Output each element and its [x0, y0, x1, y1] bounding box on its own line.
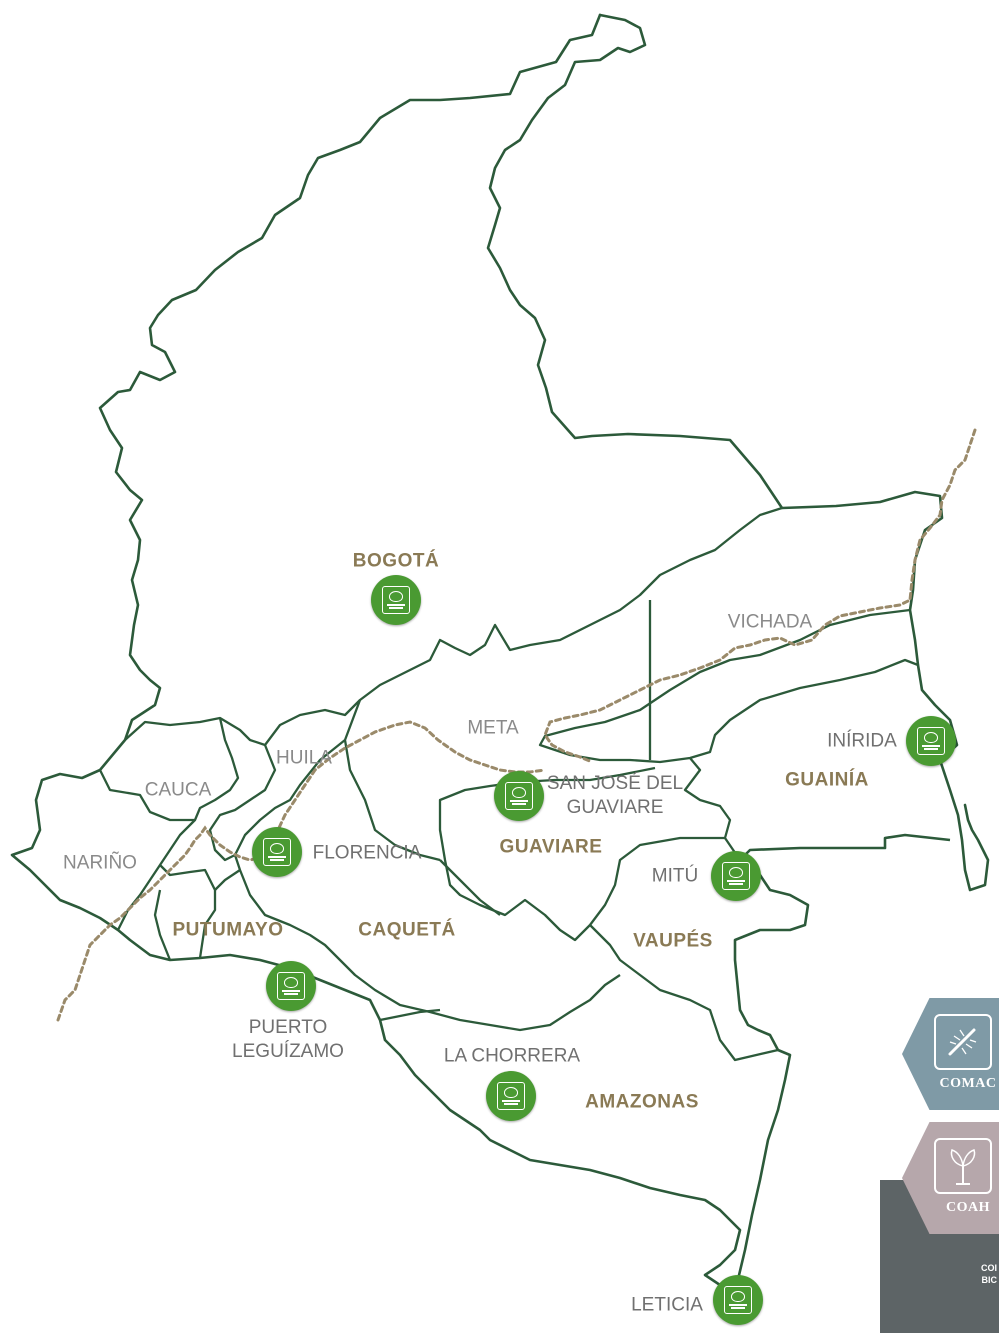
instituto-sinchi-logo-icon[interactable] — [494, 771, 544, 821]
coah-badge[interactable]: COAH — [902, 1122, 999, 1234]
city-label-puerto-leguizamo: PUERTO LEGUÍZAMO — [232, 1016, 344, 1064]
coah-label: COAH — [946, 1200, 990, 1215]
dept-label-guaviare: GUAVIARE — [499, 836, 603, 858]
info-panel-line: BIC — [981, 1275, 998, 1285]
country-border — [486, 13, 990, 892]
info-panel-text: COI BIC — [981, 1262, 997, 1286]
city-label-la-chorrera: LA CHORRERA — [443, 1045, 581, 1067]
instituto-sinchi-logo-icon[interactable] — [713, 1275, 763, 1325]
comac-label: COMAC — [939, 1076, 997, 1091]
dept-label-huila: HUILA — [276, 747, 332, 769]
city-label-leticia: LETICIA — [631, 1294, 703, 1316]
city-label-florencia: FLORENCIA — [312, 842, 422, 864]
instituto-sinchi-logo-icon[interactable] — [906, 716, 956, 766]
plant-icon — [934, 1138, 992, 1194]
dept-label-bogota: BOGOTÁ — [352, 550, 440, 572]
comac-badge[interactable]: COMAC — [902, 998, 999, 1110]
dept-label-meta: META — [467, 717, 519, 739]
city-label-line: PUERTO — [248, 1017, 328, 1038]
city-label-line: LEGUÍZAMO — [232, 1041, 344, 1062]
dept-label-guainia: GUAINÍA — [785, 769, 869, 791]
dept-label-cauca: CAUCA — [144, 779, 212, 801]
city-label-inirida: INÍRIDA — [827, 730, 897, 752]
instituto-sinchi-logo-icon[interactable] — [711, 851, 761, 901]
international-borders — [56, 428, 977, 1022]
dept-label-narino: NARIÑO — [63, 852, 137, 874]
dept-label-amazonas: AMAZONAS — [585, 1091, 699, 1113]
info-panel-line: COI — [980, 1263, 997, 1273]
insect-icon — [934, 1014, 992, 1070]
city-label-san-jose-del-guaviare: SAN JOSÉ DEL GUAVIARE — [547, 772, 683, 820]
instituto-sinchi-logo-icon[interactable] — [252, 827, 302, 877]
border-southeast — [733, 833, 951, 1293]
dept-label-vaupes: VAUPÉS — [633, 930, 713, 952]
instituto-sinchi-logo-icon[interactable] — [486, 1071, 536, 1121]
instituto-sinchi-logo-icon[interactable] — [371, 575, 421, 625]
dept-label-putumayo: PUTUMAYO — [172, 919, 284, 941]
dept-label-caqueta: CAQUETÁ — [358, 919, 456, 941]
city-label-mitu: MITÚ — [651, 865, 699, 887]
city-label-line: SAN JOSÉ DEL — [546, 773, 684, 794]
city-label-line: GUAVIARE — [566, 797, 664, 818]
instituto-sinchi-logo-icon[interactable] — [266, 961, 316, 1011]
dept-label-vichada: VICHADA — [727, 611, 813, 633]
country-border-west — [10, 13, 742, 1294]
